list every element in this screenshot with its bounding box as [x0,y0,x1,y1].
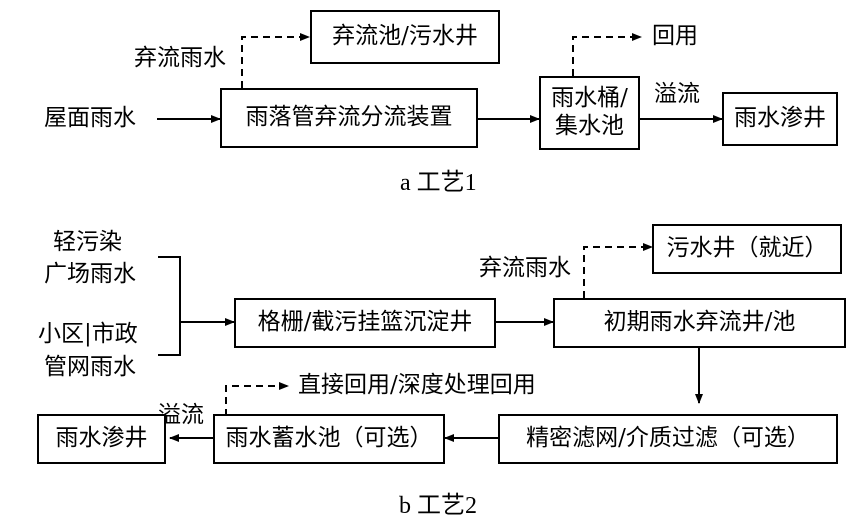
source2-line1: 小区|市政 [38,321,138,347]
reuse-label-2: 直接回用/深度处理回用 [298,372,536,398]
caption-process1: a 工艺1 [400,170,477,196]
reuse-label: 回用 [652,23,698,49]
seepage-well-box-1: 雨水渗井 [722,92,838,146]
source2-line2: 管网雨水 [44,354,136,380]
storage-tank-box: 雨水蓄水池（可选） [213,414,445,464]
dashed-arrow-to-reuse2 [225,382,289,416]
dashed-arrow-to-flush-pool [241,33,310,88]
rain-barrel-box: 雨水桶/ 集水池 [539,76,640,150]
dashed-arrow-to-sewage [583,243,653,298]
bracket-sources [158,256,181,356]
downpipe-device-box: 雨落管弃流分流装置 [220,88,478,148]
overflow-label-1: 溢流 [654,81,700,107]
seepage-well-box-2: 雨水渗井 [37,414,166,464]
sewage-well-box: 污水井（就近） [652,224,842,274]
caption-process2: b 工艺2 [399,493,477,519]
source1-line1: 轻污染 [53,229,122,255]
source1-line2: 广场雨水 [44,261,136,287]
filtration-box: 精密滤网/介质过滤（可选） [498,414,838,464]
dashed-arrow-to-reuse [572,33,642,76]
initial-flush-well-box: 初期雨水弃流井/池 [553,298,846,348]
flush-pool-box: 弃流池/污水井 [310,10,500,64]
rain-barrel-line2: 集水池 [555,113,624,139]
grille-well-box: 格栅/截污挂篮沉淀井 [234,298,496,348]
first-flush-label-2: 弃流雨水 [479,255,571,281]
overflow-label-2: 溢流 [158,402,204,428]
rain-barrel-line1: 雨水桶/ [551,85,628,112]
roof-rain-label: 屋面雨水 [44,105,136,131]
first-flush-label-1: 弃流雨水 [134,45,226,71]
